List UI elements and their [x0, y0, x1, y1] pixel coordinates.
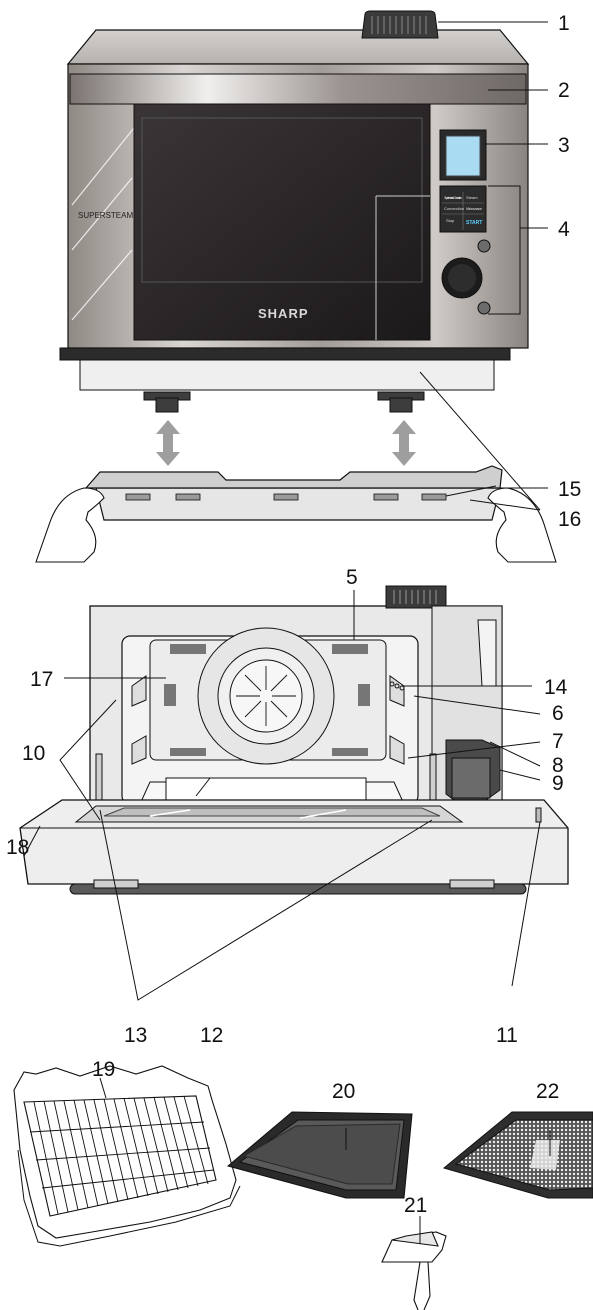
- callout-21: 21: [404, 1194, 427, 1217]
- btn-label-2: Steam: [466, 195, 478, 200]
- water-tool: [381, 1231, 447, 1310]
- callout-4: 4: [558, 218, 570, 241]
- top-vent-open: [385, 585, 447, 609]
- callout-14: 14: [544, 676, 568, 699]
- brand-logo: SHARP: [258, 306, 309, 321]
- callout-13: 13: [124, 1024, 147, 1047]
- callout-10: 10: [22, 742, 45, 765]
- callout-numbers: 1 2 3 4 5 6 7 8 9 10 11 12 13 14 15 16 1…: [6, 12, 581, 1217]
- callout-8: 8: [552, 754, 564, 777]
- series-logo: SUPERSTEAM: [78, 211, 133, 220]
- callout-9: 9: [552, 772, 564, 795]
- wire-rack: [13, 1065, 241, 1247]
- callout-7: 7: [552, 730, 564, 753]
- oven-front: SHARP SUPERSTEAM Superheated Convection …: [59, 10, 530, 413]
- callout-16: 16: [558, 508, 581, 531]
- callout-17: 17: [30, 668, 53, 691]
- callout-22: 22: [536, 1080, 559, 1103]
- callout-12: 12: [200, 1024, 223, 1047]
- drip-tray: [35, 465, 557, 563]
- btn-label-4: Microwave: [466, 206, 483, 211]
- callout-11: 11: [496, 1024, 518, 1047]
- callout-19: 19: [92, 1058, 115, 1081]
- callout-3: 3: [558, 134, 570, 157]
- oven-interior: [19, 585, 569, 895]
- btn-label-3: Convection: [444, 206, 464, 211]
- top-vent: [361, 10, 439, 39]
- attach-arrows: [156, 420, 416, 466]
- display-screen: [445, 135, 481, 177]
- control-panel: Superheated Convection Steam Convection …: [439, 129, 491, 315]
- baking-tray: [226, 1111, 413, 1199]
- callout-6: 6: [552, 702, 564, 725]
- btn-label-6: START: [466, 220, 482, 226]
- water-tank: [445, 739, 501, 801]
- btn-label-5: Stop: [446, 218, 455, 223]
- callout-5: 5: [346, 566, 358, 589]
- mesh-tray: [442, 1111, 593, 1199]
- leader-lines: [23, 21, 551, 1244]
- callout-2: 2: [558, 79, 570, 102]
- callout-18: 18: [6, 836, 29, 859]
- btn-label-1: Superheated Convection: [444, 195, 462, 200]
- callout-15: 15: [558, 478, 581, 501]
- callout-1: 1: [558, 12, 570, 35]
- callout-20: 20: [332, 1080, 355, 1103]
